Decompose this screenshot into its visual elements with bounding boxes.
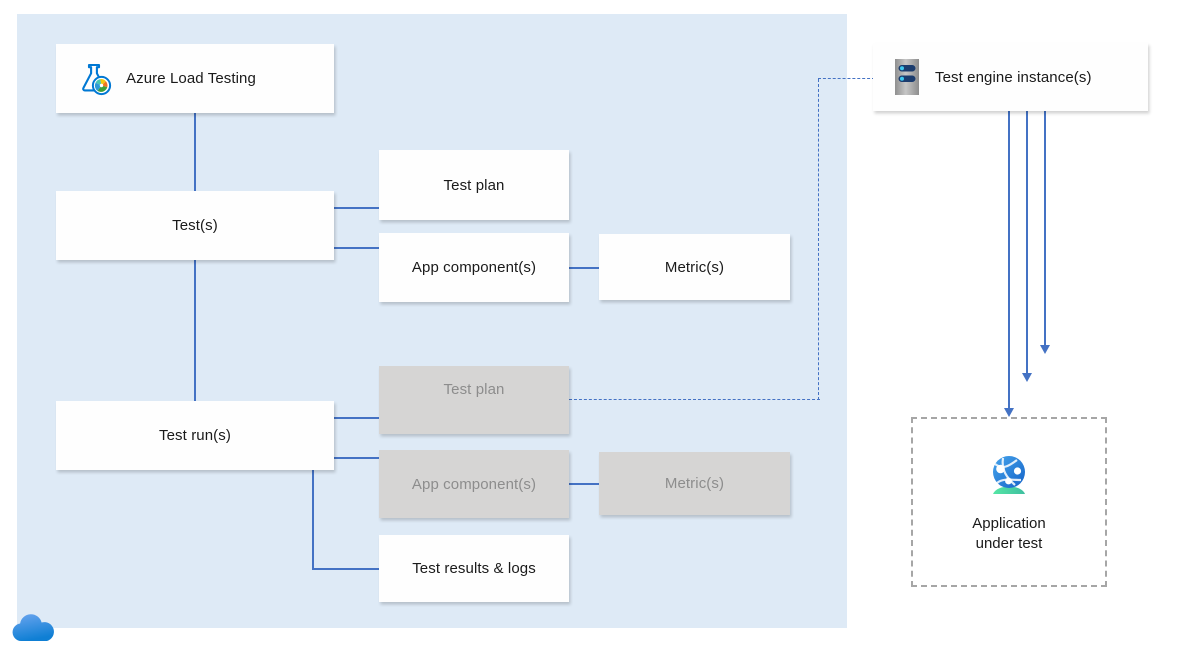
node-metrics[interactable]: Metric(s)	[599, 234, 790, 300]
node-test-engine-instances[interactable]: Test engine instance(s)	[873, 43, 1148, 111]
node-run-app-components[interactable]: App component(s)	[379, 450, 569, 518]
dashed-connector-run-testplan-horizontal	[569, 399, 820, 400]
connector-engine-arrow-1-line	[1008, 111, 1010, 411]
flask-gauge-icon	[76, 61, 112, 97]
node-label: Azure Load Testing	[126, 70, 256, 87]
dashed-connector-vertical	[818, 79, 819, 400]
application-under-test-label-line2: under test	[975, 535, 1043, 552]
node-label: Test engine instance(s)	[935, 68, 1092, 86]
node-test-plan[interactable]: Test plan	[379, 150, 569, 220]
node-label: Test(s)	[172, 217, 218, 234]
node-label: Test results & logs	[412, 560, 536, 577]
connector-tests-to-testplan	[334, 207, 380, 209]
connector-testruns-to-run-appcomponents	[334, 457, 380, 459]
connector-run-appcomponents-to-run-metrics	[569, 483, 600, 485]
node-test-results-and-logs[interactable]: Test results & logs	[379, 535, 569, 602]
node-azure-load-testing[interactable]: Azure Load Testing	[56, 44, 334, 113]
node-application-under-test[interactable]: Application under test	[911, 417, 1107, 587]
connector-testruns-to-results-horizontal	[312, 568, 380, 570]
node-label: App component(s)	[411, 475, 537, 493]
server-icon	[893, 58, 921, 96]
connector-engine-arrow-3-line	[1044, 111, 1046, 348]
application-under-test-label: Application under test	[972, 514, 1045, 555]
connector-engine-arrow-3-head	[1040, 345, 1050, 354]
node-label: App component(s)	[411, 259, 537, 276]
application-under-test-label-line1: Application	[972, 514, 1046, 532]
node-label: Metric(s)	[664, 258, 725, 276]
node-app-components[interactable]: App component(s)	[379, 233, 569, 302]
connector-alt-to-tests	[194, 113, 196, 191]
node-label: Test run(s)	[159, 427, 231, 444]
node-label: Test plan	[443, 380, 505, 398]
connector-tests-to-appcomponents	[334, 247, 380, 249]
connector-testruns-to-run-testplan	[334, 417, 380, 419]
node-label: Test plan	[443, 176, 505, 194]
cloud-icon	[8, 611, 60, 650]
globe-network-icon	[981, 450, 1037, 502]
node-tests[interactable]: Test(s)	[56, 191, 334, 260]
node-run-metrics[interactable]: Metric(s)	[599, 452, 790, 515]
connector-engine-arrow-1-head	[1004, 408, 1014, 417]
connector-appcomponents-to-metrics	[569, 267, 600, 269]
azure-load-testing-service-panel	[17, 14, 847, 628]
node-label: Metric(s)	[664, 475, 725, 492]
node-test-runs[interactable]: Test run(s)	[56, 401, 334, 470]
connector-testruns-to-results-vertical	[312, 470, 314, 569]
node-run-test-plan[interactable]: Test plan	[379, 366, 569, 434]
connector-engine-arrow-2-line	[1026, 111, 1028, 376]
dashed-connector-to-test-engine	[818, 78, 875, 79]
connector-engine-arrow-2-head	[1022, 373, 1032, 382]
connector-tests-to-testruns	[194, 260, 196, 401]
